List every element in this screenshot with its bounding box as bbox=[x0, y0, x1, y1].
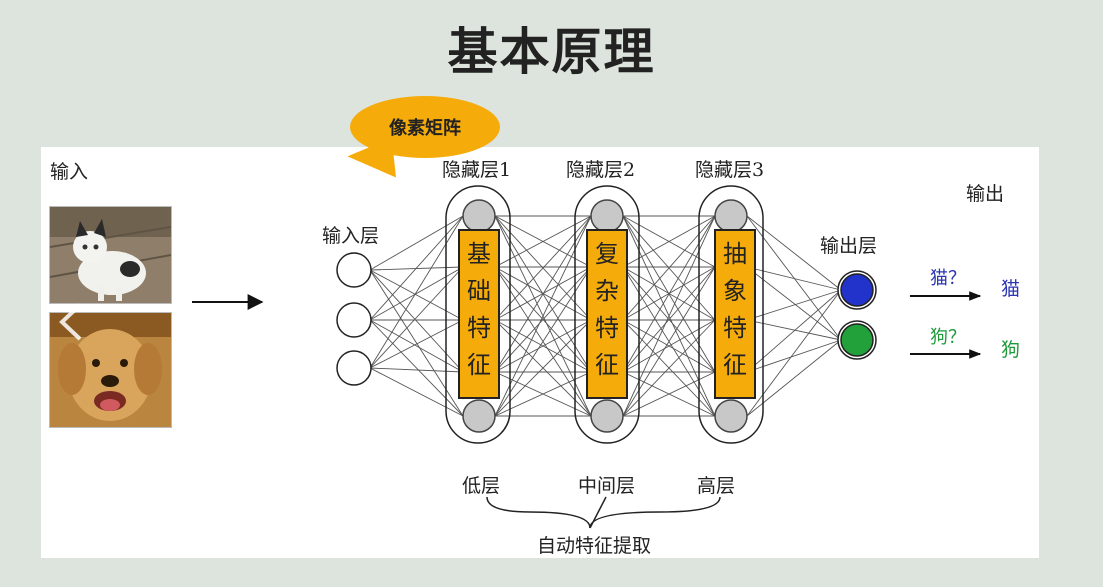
high-level-label: 高层 bbox=[697, 475, 735, 497]
input-node bbox=[336, 350, 372, 386]
hidden-node bbox=[462, 399, 496, 433]
hidden-layer-3-feature-box bbox=[714, 229, 756, 399]
output-label: 输出 bbox=[966, 183, 1004, 205]
page-title: 基本原理 bbox=[447, 23, 656, 81]
hidden-layer-3: 隐藏层3 抽 象 特 征 高层 bbox=[695, 159, 764, 497]
prev-slide-icon[interactable] bbox=[59, 303, 82, 341]
hidden-layer-1-feature-char: 特 bbox=[467, 314, 491, 342]
cat-question: 猫？ bbox=[930, 268, 966, 289]
hidden-layer-1-capsule bbox=[445, 185, 511, 444]
hidden-layer-1-feature-box bbox=[458, 229, 500, 399]
output-layer-label: 输出层 bbox=[820, 235, 877, 257]
low-level-label: 低层 bbox=[462, 475, 500, 497]
output-node bbox=[840, 323, 874, 357]
hidden-node bbox=[462, 199, 496, 233]
connection-line bbox=[369, 215, 464, 271]
prediction-cat: 猫？ 猫 bbox=[910, 268, 1020, 301]
hidden-layer-3-label: 隐藏层3 bbox=[695, 159, 764, 181]
connection-line bbox=[369, 266, 464, 321]
connection-line bbox=[369, 319, 464, 373]
hidden-layer-1: 隐藏层1 基 础 特 征 低层 bbox=[442, 159, 511, 497]
connection-line bbox=[369, 269, 464, 417]
bracket-low bbox=[486, 496, 591, 529]
hidden-layer-2-feature-box bbox=[586, 229, 628, 399]
hidden-layer-3-feature-char: 特 bbox=[723, 314, 747, 342]
bracket-high bbox=[589, 496, 721, 529]
hidden-layer-2-feature-char: 杂 bbox=[595, 277, 619, 305]
connection-line bbox=[369, 319, 464, 369]
hidden-layer-2-feature-char: 特 bbox=[595, 314, 619, 342]
output-layer-nodes bbox=[837, 270, 877, 360]
connection-line bbox=[369, 319, 464, 417]
slide-panel bbox=[41, 147, 1039, 558]
connection-line bbox=[369, 367, 464, 417]
hidden-layer-3-feature-char: 象 bbox=[723, 277, 747, 305]
input-layer-nodes bbox=[336, 252, 372, 386]
input-node bbox=[336, 252, 372, 288]
connection-line bbox=[746, 339, 842, 417]
connection-line bbox=[369, 266, 464, 369]
hidden-layer-2-feature-char: 征 bbox=[595, 351, 619, 379]
connection-line bbox=[746, 289, 842, 373]
hidden-layer-2-label: 隐藏层2 bbox=[566, 159, 635, 181]
hidden-node bbox=[714, 199, 748, 233]
feature-extraction-label: 自动特征提取 bbox=[537, 535, 651, 557]
connection-line bbox=[746, 339, 842, 373]
hidden-layer-1-feature-char: 础 bbox=[467, 277, 491, 305]
hidden-node bbox=[714, 399, 748, 433]
connection-line bbox=[369, 215, 464, 321]
hidden-layer-3-feature-char: 抽 bbox=[723, 240, 747, 268]
connection-line bbox=[746, 289, 842, 321]
hidden-layer-1-label: 隐藏层1 bbox=[442, 159, 511, 181]
cat-photo bbox=[49, 206, 172, 304]
connection-line bbox=[746, 289, 842, 417]
output-node bbox=[840, 273, 874, 307]
hidden-layer-1-feature-char: 基 bbox=[467, 240, 491, 268]
connection-line bbox=[369, 269, 464, 321]
hidden-node bbox=[590, 399, 624, 433]
hidden-layer-2-capsule bbox=[574, 185, 640, 444]
dog-question: 狗？ bbox=[930, 327, 966, 348]
dog-answer: 狗 bbox=[1001, 339, 1020, 361]
hidden-node bbox=[590, 199, 624, 233]
dog-photo bbox=[49, 312, 172, 428]
connection-line bbox=[369, 269, 464, 373]
cat-answer: 猫 bbox=[1001, 278, 1020, 300]
connection-line bbox=[746, 319, 842, 341]
hidden-layer-1-feature-char: 征 bbox=[467, 351, 491, 379]
hidden-layer-2-feature-char: 复 bbox=[595, 240, 619, 268]
hidden-layer-2: 隐藏层2 复 杂 特 征 中间层 bbox=[566, 159, 640, 497]
input-label: 输入 bbox=[50, 161, 88, 183]
input-node bbox=[336, 302, 372, 338]
hidden-layer-3-feature-char: 征 bbox=[723, 351, 747, 379]
next-slide-icon[interactable] bbox=[992, 298, 1015, 338]
connection-line bbox=[369, 367, 464, 373]
hidden-layer-3-capsule bbox=[698, 185, 764, 444]
input-layer-label: 输入层 bbox=[322, 225, 379, 247]
speech-bubble: 像素矩阵 bbox=[350, 96, 500, 158]
mid-level-label: 中间层 bbox=[578, 475, 635, 497]
connection-line bbox=[369, 215, 464, 369]
prediction-dog: 狗？ 狗 bbox=[910, 327, 1020, 361]
